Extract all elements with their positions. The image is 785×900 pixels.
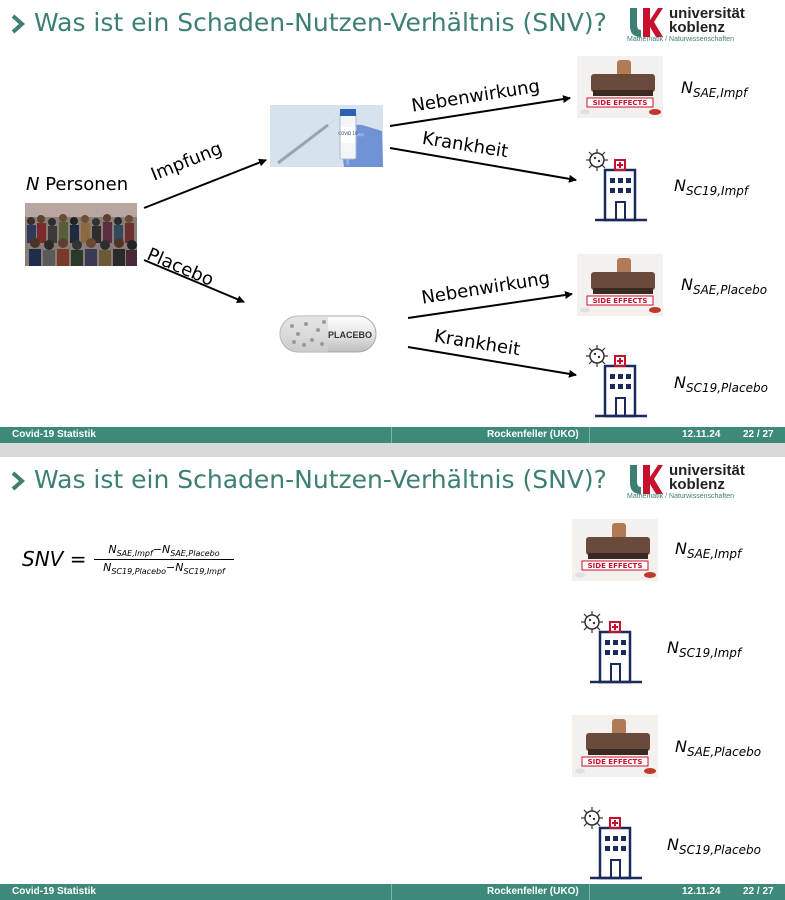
chevron-right-icon <box>11 471 26 491</box>
n-sc19-placebo-label: NSC19,Placebo <box>674 373 768 395</box>
placebo-pill-label: PLACEBO <box>328 330 372 340</box>
footer-date: 12.11.24 <box>682 886 721 897</box>
footer-divider <box>391 884 392 900</box>
footer-bar: Covid-19 Statistik Rockenfeller (UKO) 12… <box>0 427 785 443</box>
footer-left: Covid-19 Statistik <box>12 886 96 897</box>
footer-author: Rockenfeller (UKO) <box>487 886 579 897</box>
n-sae-placebo-label: NSAE,Placebo <box>681 275 768 297</box>
formula-numerator: NSAE,Impf−NSAE,Placebo <box>108 543 220 559</box>
uk-logo-mark <box>630 465 663 494</box>
placebo-pill: PLACEBO <box>279 315 377 353</box>
logo-line-1: universität <box>669 5 745 22</box>
flow-arrows <box>143 95 577 378</box>
arrow-nebenwirkung-top <box>389 95 571 127</box>
virus-icon <box>581 807 603 829</box>
logo-line-1: universität <box>669 462 745 479</box>
side-effects-stamp-1: SIDE EFFECTS <box>577 56 663 118</box>
logo-line-3: Mathematik / Naturwissenschaften <box>627 493 734 500</box>
side-effects-stamp-2: SIDE EFFECTS <box>572 715 658 777</box>
side-effects-stamp-1: SIDE EFFECTS <box>572 519 658 581</box>
footer-date: 12.11.24 <box>682 429 721 440</box>
arrow-impfung <box>143 158 267 209</box>
arrow-placebo <box>143 259 245 303</box>
footer-page: 22 / 27 <box>743 429 774 440</box>
svg-text:SIDE EFFECTS: SIDE EFFECTS <box>593 99 648 107</box>
footer-divider <box>391 427 392 443</box>
slide-separator <box>0 443 785 457</box>
formula-fraction: NSAE,Impf−NSAE,Placebo NSC19,Placebo−NSC… <box>94 543 234 576</box>
footer-page: 22 / 27 <box>743 886 774 897</box>
side-effects-stamp-2: SIDE EFFECTS <box>577 254 663 316</box>
n-sc19-placebo-label: NSC19,Placebo <box>667 835 761 857</box>
svg-text:SIDE EFFECTS: SIDE EFFECTS <box>593 297 648 305</box>
footer-left: Covid-19 Statistik <box>12 429 96 440</box>
hospital-icon <box>586 345 647 418</box>
slide-title: Was ist ein Schaden-Nutzen-Verhältnis (S… <box>34 465 607 494</box>
footer-divider <box>589 884 590 900</box>
footer-bar: Covid-19 Statistik Rockenfeller (UKO) 12… <box>0 884 785 900</box>
slide-1: Was ist ein Schaden-Nutzen-Verhältnis (S… <box>0 0 785 443</box>
arrow-krankheit-bottom <box>407 346 577 378</box>
virus-icon <box>581 611 603 633</box>
n-personen-label: N Personen <box>26 174 129 195</box>
fraction-bar <box>94 559 234 561</box>
n-sc19-impf-label: NSC19,Impf <box>667 638 742 660</box>
virus-icon <box>586 345 608 367</box>
hospital-icon <box>586 149 647 222</box>
n-sc19-impf-label: NSC19,Impf <box>674 176 749 198</box>
formula-lhs: SNV = <box>22 547 87 571</box>
svg-text:SIDE EFFECTS: SIDE EFFECTS <box>588 758 643 766</box>
footer-divider <box>589 427 590 443</box>
slide-title: Was ist ein Schaden-Nutzen-Verhältnis (S… <box>34 8 607 37</box>
n-sae-impf-label: NSAE,Impf <box>675 539 742 561</box>
n-sae-placebo-label: NSAE,Placebo <box>675 737 762 759</box>
chevron-right-icon <box>11 14 26 34</box>
virus-icon <box>586 149 608 171</box>
logo-line-2: koblenz <box>669 19 725 36</box>
university-logo: universität koblenz Mathematik / Naturwi… <box>627 6 777 46</box>
logo-line-2: koblenz <box>669 476 725 493</box>
arrow-krankheit-top <box>389 147 577 183</box>
n-sae-impf-label: NSAE,Impf <box>681 78 748 100</box>
crowd-photo <box>25 203 137 266</box>
university-logo: universität koblenz Mathematik / Naturwi… <box>627 463 777 503</box>
vial-label: COVID 19 <box>338 131 358 136</box>
hospital-icon <box>581 611 642 684</box>
hospital-icon <box>581 807 642 880</box>
arrow-nebenwirkung-bottom <box>407 291 573 319</box>
svg-text:SIDE EFFECTS: SIDE EFFECTS <box>588 562 643 570</box>
uk-logo-mark <box>630 8 663 37</box>
slide-2: Was ist ein Schaden-Nutzen-Verhältnis (S… <box>0 457 785 900</box>
vaccine-photo: COVID 19 <box>270 105 383 167</box>
formula-denominator: NSC19,Placebo−NSC19,Impf <box>103 561 225 577</box>
footer-author: Rockenfeller (UKO) <box>487 429 579 440</box>
logo-line-3: Mathematik / Naturwissenschaften <box>627 36 734 43</box>
